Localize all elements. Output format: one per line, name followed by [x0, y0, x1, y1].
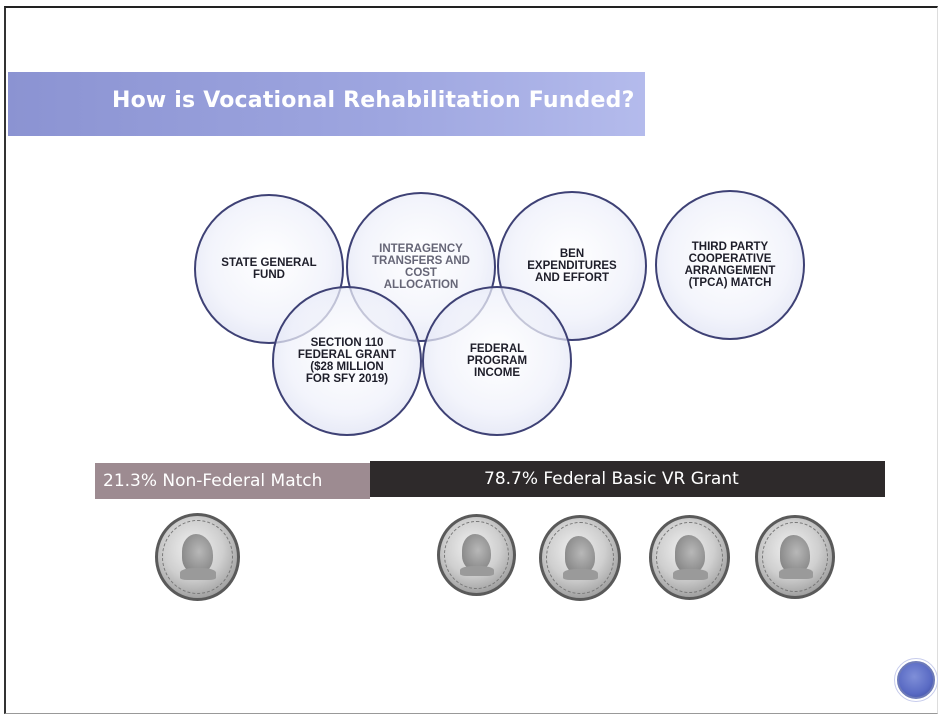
circle-label-ben-expenditures: BEN EXPENDITURES AND EFFORT	[527, 248, 617, 284]
circle-tpca-match: THIRD PARTY COOPERATIVE ARRANGEMENT (TPC…	[655, 190, 805, 340]
circle-federal-program-income: FEDERAL PROGRAM INCOME	[422, 286, 572, 436]
slide-title: How is Vocational Rehabilitation Funded?	[112, 88, 635, 113]
circle-state-general-fund: STATE GENERAL FUND	[194, 194, 344, 344]
quarter-coin-icon	[155, 513, 240, 601]
non-federal-match-bar	[95, 463, 370, 499]
federal-grant-bar	[370, 461, 885, 497]
circle-label-interagency-transfers: INTERAGENCY TRANSFERS AND COST ALLOCATIO…	[372, 243, 470, 291]
title-banner	[8, 72, 645, 136]
circle-section-110-grant: SECTION 110 FEDERAL GRANT ($28 MILLION F…	[272, 286, 422, 436]
quarter-coin-icon	[649, 515, 730, 600]
quarter-coin-icon	[539, 515, 621, 601]
circle-label-federal-program-income: FEDERAL PROGRAM INCOME	[466, 343, 528, 379]
circle-label-tpca-match: THIRD PARTY COOPERATIVE ARRANGEMENT (TPC…	[684, 241, 776, 289]
circle-label-section-110-grant: SECTION 110 FEDERAL GRANT ($28 MILLION F…	[297, 337, 397, 385]
non-federal-match-label: 21.3% Non-Federal Match	[103, 471, 323, 491]
slide-frame	[4, 6, 938, 714]
quarter-coin-icon	[755, 515, 835, 599]
next-slide-button-icon[interactable]	[894, 658, 938, 702]
quarter-coin-icon	[437, 514, 516, 596]
circle-label-state-general-fund: STATE GENERAL FUND	[221, 257, 317, 281]
federal-grant-label: 78.7% Federal Basic VR Grant	[484, 469, 739, 489]
